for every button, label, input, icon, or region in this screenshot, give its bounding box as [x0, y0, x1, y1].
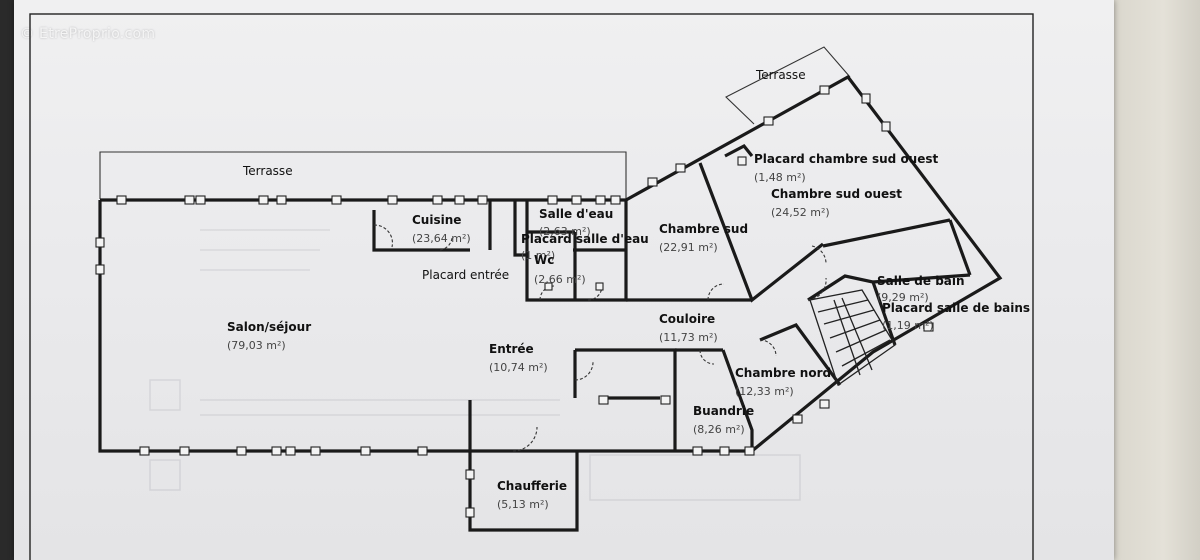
sheet-frame: [29, 13, 1034, 560]
placard-chambre-so-label: Placard chambre sud ouest: [754, 152, 939, 166]
couloire-area: (11,73 m²): [659, 331, 718, 344]
terrasse-left-outline: [99, 151, 627, 199]
chambre-sud-label: Chambre sud: [659, 222, 748, 236]
placard-salle-eau-label: Placard salle d'eau: [521, 232, 649, 246]
salle-bain-area: (9,29 m²): [877, 291, 929, 304]
cuisine-area: (23,64 m²): [412, 232, 471, 245]
interior-walls: [372, 143, 972, 451]
placard-salle-bains-area: (1,19 m²): [882, 319, 934, 332]
terrasse-left-label: Terrasse: [242, 164, 293, 178]
placard-salle-bains-label: Placard salle de bains: [882, 301, 1030, 315]
chaufferie-label: Chaufferie: [497, 479, 567, 493]
room-labels: Terrasse Terrasse Cuisine (23,64 m²) Sal…: [227, 68, 1030, 511]
placard-chambre-so-area: (1,48 m²): [754, 171, 806, 184]
buandrie-label: Buandrie: [693, 404, 754, 418]
cuisine-label: Cuisine: [412, 213, 461, 227]
placard-salle-eau-area: (1 m²): [521, 249, 555, 262]
wc-area: (2,66 m²): [534, 273, 586, 286]
salle-eau-label: Salle d'eau: [539, 207, 613, 221]
doors: [373, 224, 827, 452]
chambre-nord-area: (12,33 m²): [735, 385, 794, 398]
windows: [95, 85, 934, 518]
wc-label: Wc: [534, 253, 554, 267]
chambre-sud-area: (22,91 m²): [659, 241, 718, 254]
couloire-label: Couloire: [659, 312, 715, 326]
buandrie-area: (8,26 m²): [693, 423, 745, 436]
salle-eau-area: (2,63 m²): [539, 225, 591, 238]
exterior-walls: [98, 74, 1003, 532]
staircase: [809, 289, 896, 387]
salon-area: (79,03 m²): [227, 339, 286, 352]
entree-area: (10,74 m²): [489, 361, 548, 374]
watermark: © EtreProprio.com: [20, 26, 156, 42]
entree-label: Entrée: [489, 342, 534, 356]
chaufferie-area: (5,13 m²): [497, 498, 549, 511]
background-surface: [1108, 0, 1200, 560]
terrasse-top-label: Terrasse: [755, 68, 806, 82]
salle-bain-label: Salle de bain: [877, 274, 965, 288]
paper-sheet: [14, 0, 1114, 560]
chambre-so-label: Chambre sud ouest: [771, 187, 902, 201]
terrasse-top-outline: [725, 46, 851, 125]
chambre-nord-label: Chambre nord: [735, 366, 831, 380]
salon-label: Salon/séjour: [227, 320, 311, 334]
placard-entree-label: Placard entrée: [422, 268, 509, 282]
chambre-so-area: (24,52 m²): [771, 206, 830, 219]
